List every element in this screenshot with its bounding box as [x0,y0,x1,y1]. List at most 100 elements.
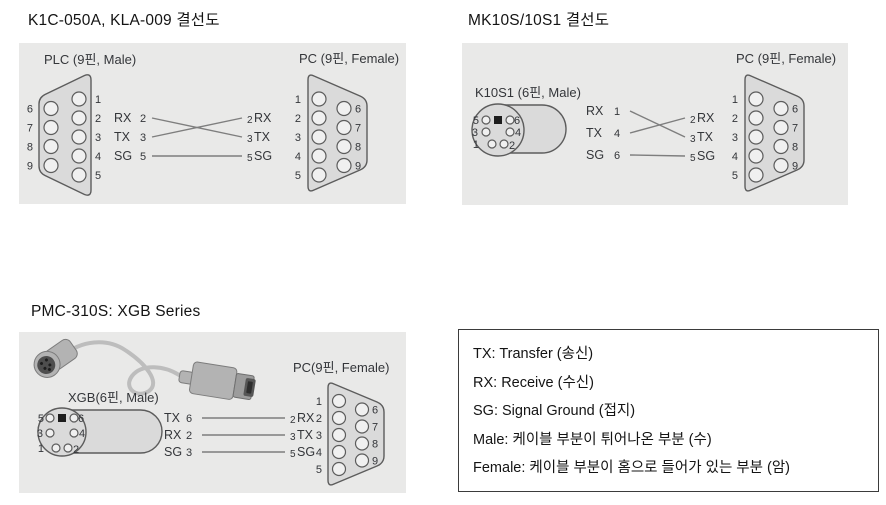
panel-k1c: PLC (9핀, Male) 1 2 3 4 5 6 7 8 9 RX 2 TX… [19,43,406,204]
panel-pmc310s: XGB(6핀, Male) 5 3 1 6 4 2 TX 6 RX 2 SG 3 [19,332,406,493]
pin-number: 4 [316,447,322,459]
pin-number: 3 [95,132,101,144]
pin-number: 1 [295,94,301,106]
pin-hole [71,110,87,126]
pin-number: 3 [37,428,43,440]
pin-hole [43,138,59,155]
pin-number: 2 [295,113,301,125]
pin-number: 4 [515,127,521,139]
pin-hole [311,129,327,145]
signal-label: RX [586,104,604,118]
pin-hole [748,110,764,126]
pin-hole [71,167,87,183]
connector-label: K10S1 (6핀, Male) [475,85,581,100]
end-pin-number: 3 [690,134,696,145]
pin-number: 7 [372,422,378,434]
wire-pin-number: 4 [614,128,620,140]
signal-label: SG [164,445,182,459]
pin-number: 3 [295,132,301,144]
end-pin-number: 5 [690,153,696,164]
pin-number: 5 [473,115,479,127]
pin-key-square [494,116,502,124]
pin-hole [311,110,327,126]
end-signal-label: RX [697,111,715,125]
wire-pin-number: 6 [186,413,192,425]
pin-number: 2 [95,113,101,125]
pin-number: 6 [355,104,361,116]
pin-number: 8 [27,142,33,154]
pin-number: 6 [372,405,378,417]
pin-number: 8 [372,439,378,451]
wire-tx [151,117,243,138]
pin-hole [43,157,59,174]
pin-hole [71,129,87,145]
pin-number: 1 [95,94,101,106]
pin-hole [336,138,352,155]
pin-hole [69,413,79,423]
pin-hole [331,393,347,409]
pin-hole [43,119,59,136]
pin-number: 1 [732,94,738,106]
legend-box: TX: Transfer (송신) RX: Receive (수신) SG: S… [458,329,879,492]
pin-hole [354,436,370,451]
pin-hole [773,157,789,174]
pin-hole [336,157,352,174]
end-pin-number: 2 [690,115,696,126]
pin-hole [748,129,764,145]
panel-title-pmc310s: PMC-310S: XGB Series [31,303,201,320]
pin-number: 3 [472,127,478,139]
wire-sg [629,154,686,157]
pin-number: 5 [316,464,322,476]
wiring-diagram-k1c: PLC (9핀, Male) 1 2 3 4 5 6 7 8 9 RX 2 TX… [27,51,399,196]
pin-hole [336,119,352,136]
pin-number: 7 [355,123,361,135]
connector-label: XGB(6핀, Male) [68,390,159,405]
pin-hole [45,428,55,438]
end-pin-number: 3 [290,432,296,443]
pin-hole [331,410,347,426]
wiring-diagram-pmc310s: XGB(6핀, Male) 5 3 1 6 4 2 TX 6 RX 2 SG 3 [33,338,389,486]
wire-pin-number: 3 [186,447,192,459]
connector-label: PC (9핀, Female) [736,51,836,66]
wire-pin-number: 1 [614,106,620,118]
end-pin-number: 5 [290,449,296,460]
connector-label: PLC (9핀, Male) [44,52,136,67]
pin-number: 1 [38,443,44,455]
legend-line: SG: Signal Ground (접지) [473,403,636,420]
pin-hole [481,127,491,137]
pin-hole [354,402,370,417]
pin-hole [336,100,352,117]
legend-line: Female: 케이블 부분이 홈으로 들어가 있는 부분 (암) [473,460,791,477]
pin-hole [331,461,347,477]
pin-number: 3 [732,132,738,144]
pc-connector-female [327,382,385,486]
pin-number: 4 [295,151,301,163]
end-signal-label: TX [254,130,271,144]
pin-number: 6 [792,104,798,116]
panel-title-mk10s: MK10S/10S1 결선도 [468,12,610,29]
wire-pin-number: 5 [140,151,146,163]
pin-hole [43,100,59,117]
wire-pin-number: 6 [614,150,620,162]
legend-line: RX: Receive (수신) [473,374,594,391]
pin-number: 5 [38,413,44,425]
pin-hole [481,115,491,125]
pin-number: 4 [95,151,101,163]
pin-hole [499,139,509,149]
wiring-diagram-mk10s: K10S1 (6핀, Male) 5 3 1 6 4 2 RX 1 TX 4 S… [471,51,836,192]
cable-illustration [33,338,256,401]
pin-number: 8 [792,142,798,154]
end-signal-label: SG [697,149,715,163]
pin-hole [63,443,73,453]
legend-line: TX: Transfer (송신) [473,346,594,362]
connector-label: PC(9핀, Female) [293,360,389,375]
din-plug-icon [33,338,78,378]
pin-hole [69,428,79,438]
pin-hole [773,100,789,117]
pin-number: 3 [316,430,322,442]
signal-label: TX [164,411,181,425]
pin-hole [71,148,87,164]
pin-number: 4 [79,428,85,440]
wire-pin-number: 2 [140,113,146,125]
pin-number: 9 [372,456,378,468]
